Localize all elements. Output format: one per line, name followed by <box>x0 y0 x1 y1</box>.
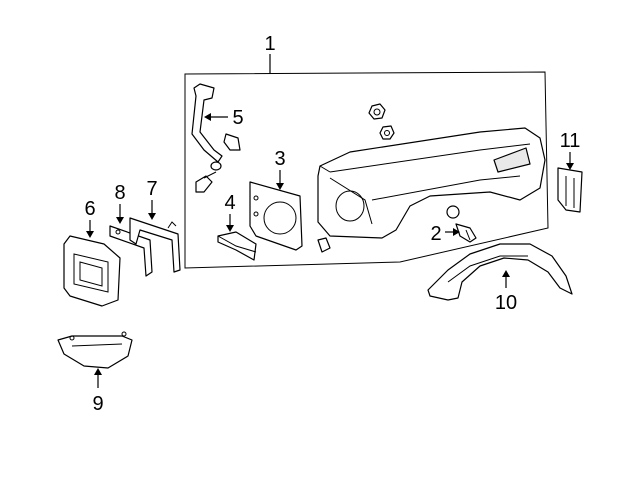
callout-labels: 1 2 3 4 5 6 7 8 9 10 11 <box>84 33 580 415</box>
callout-4: 4 <box>224 192 235 214</box>
callout-7: 7 <box>146 178 157 200</box>
callout-8: 8 <box>114 182 125 204</box>
lamp-housing-part <box>63 235 121 307</box>
support-bracket-part <box>191 83 241 193</box>
clip-part <box>317 237 331 253</box>
reinforcement-part <box>217 231 257 261</box>
callout-10: 10 <box>495 292 517 314</box>
callout-2: 2 <box>430 223 441 245</box>
lower-trim-part <box>57 331 133 369</box>
callout-6: 6 <box>84 198 95 220</box>
leader-arrowheads <box>86 113 574 375</box>
mud-flap-part <box>557 167 583 213</box>
callout-5: 5 <box>232 107 243 129</box>
bolt-part <box>446 205 477 243</box>
callout-1: 1 <box>264 33 275 55</box>
retainer-part <box>129 217 181 273</box>
callout-3: 3 <box>274 148 285 170</box>
liner-part <box>427 243 573 301</box>
fender-part <box>317 127 546 239</box>
nut-hardware <box>368 103 395 140</box>
inner-panel-part <box>249 181 303 251</box>
callout-11: 11 <box>560 130 581 152</box>
assembly-outline <box>184 71 549 269</box>
callout-9: 9 <box>92 393 103 415</box>
